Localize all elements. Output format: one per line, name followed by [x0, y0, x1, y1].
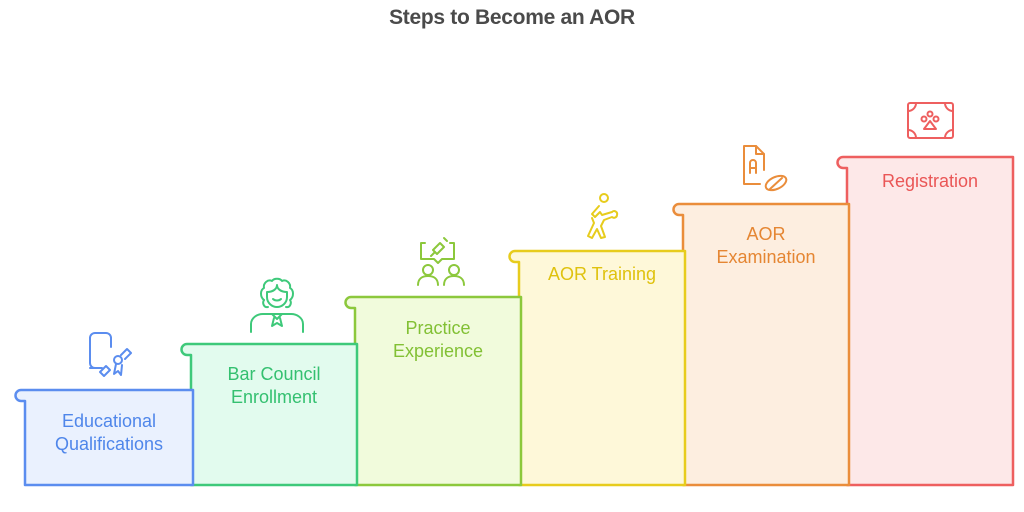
step-label-registration: Registration [881, 171, 979, 191]
diagram-title: Steps to Become an AOR [389, 6, 635, 29]
step-label-aor-examination: AOR Examination [716, 224, 816, 267]
step-label-educational-qualifications: Educational Qualifications [54, 411, 164, 454]
step-educational-qualifications [14, 388, 195, 487]
step-label-aor-training: AOR Training [547, 264, 657, 284]
step-aor-training [508, 249, 687, 487]
lawyer-icon [250, 277, 304, 333]
step-aor-examination [672, 202, 851, 487]
step-bar-council-enrollment [180, 342, 359, 487]
step-label-practice-experience: Practice Experience [392, 318, 484, 361]
exam-document-icon [743, 145, 788, 192]
certificate-icon [89, 332, 132, 377]
training-figure-icon [587, 193, 619, 239]
step-practice-experience [344, 295, 523, 487]
step-registration [836, 155, 1015, 487]
legal-discussion-icon [417, 237, 465, 286]
registration-seal-icon [907, 102, 954, 139]
step-label-bar-council-enrollment: Bar Council Enrollment [227, 364, 321, 407]
